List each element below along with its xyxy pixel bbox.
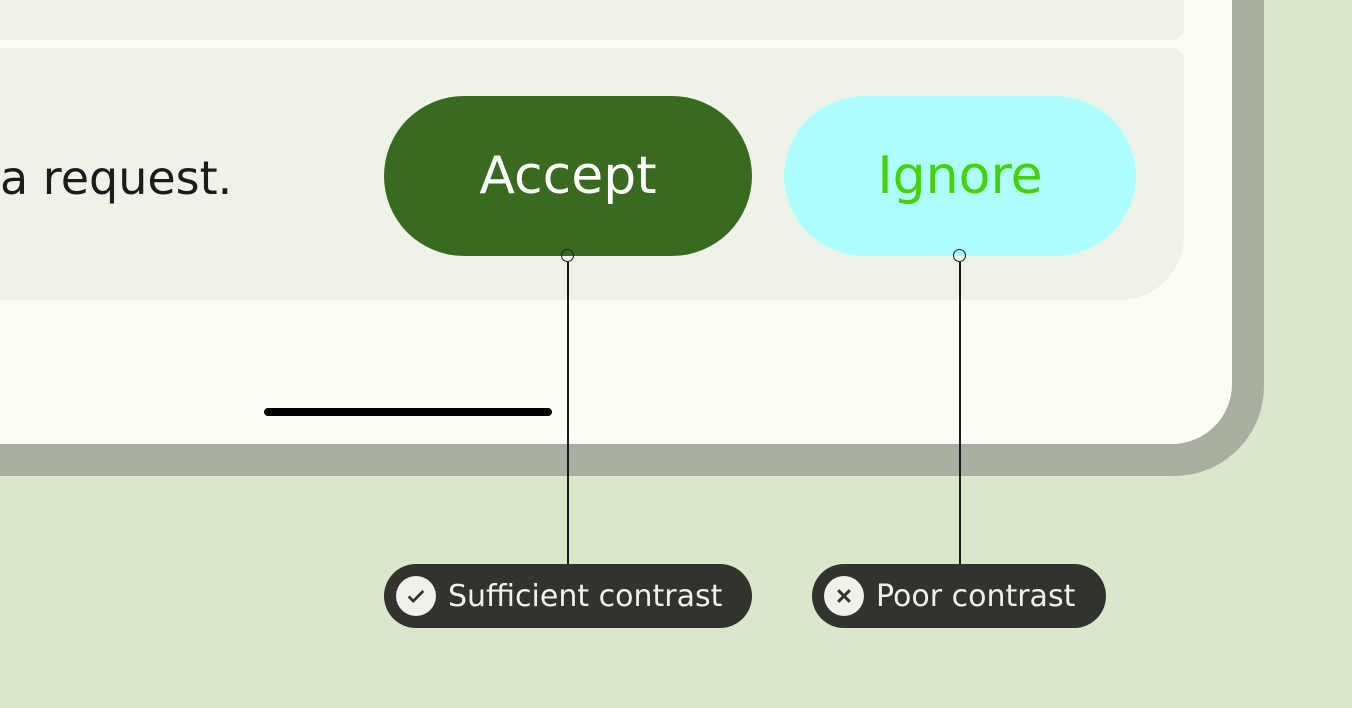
card-top	[0, 0, 1184, 40]
close-icon	[824, 576, 864, 616]
sufficient-contrast-chip: Sufficient contrast	[384, 564, 752, 628]
chip-label: Sufficient contrast	[448, 578, 723, 614]
accept-button[interactable]: Accept	[384, 96, 752, 256]
annotation-line	[567, 262, 569, 564]
chip-label: Poor contrast	[876, 578, 1076, 614]
check-icon	[396, 576, 436, 616]
annotation-dot	[561, 249, 574, 262]
ignore-button[interactable]: Ignore	[784, 96, 1136, 256]
poor-contrast-chip: Poor contrast	[812, 564, 1106, 628]
annotation-dot	[953, 249, 966, 262]
annotation-line	[959, 262, 961, 564]
request-message: a request.	[0, 151, 233, 205]
gesture-handle	[264, 408, 552, 416]
